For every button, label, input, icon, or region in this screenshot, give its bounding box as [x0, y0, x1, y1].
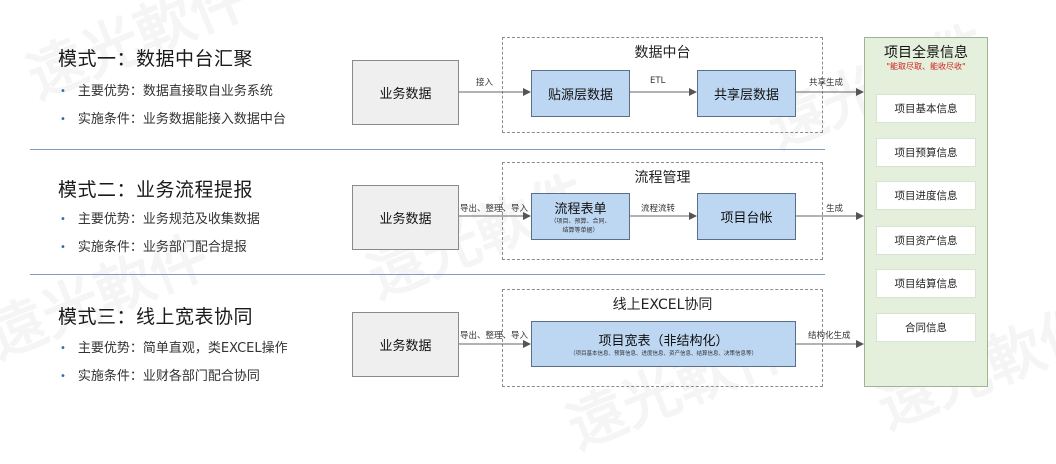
source-business-data-3: 业务数据	[352, 312, 459, 377]
label-export-import: 导出、整理、导入	[460, 331, 529, 341]
group-process-mgmt	[502, 162, 823, 260]
node-project-wide-table: 项目宽表（非结构化） （项目基本信息、预算信息、进度信息、资产信息、结算信息、决…	[531, 321, 796, 367]
label-shared-generate: 共享生成	[809, 78, 844, 88]
mode-2-advantage: •主要优势：业务规范及收集数据	[60, 212, 260, 227]
source-business-data-2: 业务数据	[352, 185, 459, 250]
mode-1-title: 模式一：数据中台汇聚	[58, 48, 254, 70]
separator	[30, 149, 825, 150]
panel-item: 项目预算信息	[876, 138, 976, 167]
group-data-platform-title: 数据中台	[634, 45, 691, 61]
mode-1-advantage: •主要优势：数据直接取自业务系统	[60, 84, 273, 99]
mode-2-condition: •实施条件：业务部门配合提报	[60, 240, 247, 255]
panel-item: 合同信息	[876, 313, 976, 342]
mode-3-title: 模式三：线上宽表协同	[58, 306, 254, 328]
label-export-import: 导出、整理、导入	[460, 204, 529, 214]
label-etl: ETL	[650, 76, 666, 86]
flow-arrows	[459, 88, 864, 348]
group-online-excel	[502, 289, 823, 387]
mode-3-advantage: •主要优势：简单直观，类EXCEL操作	[60, 341, 288, 356]
panel-item: 项目基本信息	[876, 94, 976, 123]
panel-item: 项目进度信息	[876, 181, 976, 210]
group-online-excel-title: 线上EXCEL协同	[612, 297, 713, 313]
mode-1-condition: •实施条件：业务数据能接入数据中台	[60, 112, 286, 127]
source-business-data-1: 业务数据	[352, 60, 459, 125]
mode-2-title: 模式二：业务流程提报	[58, 179, 254, 201]
node-process-form: 流程表单 （项目、预算、合同、 结算等单据）	[531, 193, 630, 240]
panel-subtitle: "能取尽取、能收尽收"	[886, 62, 966, 71]
label-structured-generate: 结构化生成	[808, 331, 851, 341]
separator	[30, 274, 825, 275]
mode-3-condition: •实施条件：业财各部门配合协同	[60, 369, 260, 384]
node-project-ledger: 项目台帐	[697, 193, 796, 240]
node-shared-layer-data: 共享层数据	[697, 70, 796, 117]
group-process-mgmt-title: 流程管理	[634, 170, 691, 186]
label-ingest: 接入	[476, 78, 494, 88]
node-source-layer-data: 贴源层数据	[531, 70, 630, 117]
label-process-flow: 流程流转	[641, 204, 676, 214]
label-generate: 生成	[826, 204, 844, 214]
group-data-platform	[502, 37, 823, 133]
panel-item: 项目结算信息	[876, 269, 976, 298]
panel-item: 项目资产信息	[876, 226, 976, 255]
panel-title: 项目全景信息	[884, 45, 968, 61]
